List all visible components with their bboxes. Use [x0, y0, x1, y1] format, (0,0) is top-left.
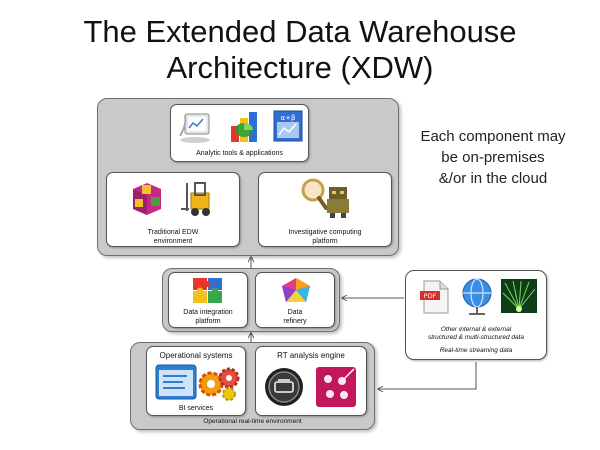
magnifier-icon	[299, 177, 329, 216]
globe-icon	[460, 277, 494, 322]
investigative-label-line-2: platform	[312, 238, 338, 245]
data-refinery-label: Data refinery	[256, 308, 334, 326]
bottom-group-caption: Operational real-time environment	[203, 418, 302, 425]
engine-gauge-icon	[264, 367, 304, 412]
note-line-1: Each component may	[420, 128, 566, 145]
data-refinery-label-line-2: refinery	[283, 318, 307, 325]
cube-stack-icon	[129, 181, 163, 222]
data-integration-label-line-1: Data integration	[183, 309, 233, 316]
external-data-label-line-2: structured & multi-structured data	[427, 334, 525, 341]
gears-icon	[197, 364, 241, 407]
operational-systems-label: Operational systems	[159, 351, 233, 360]
traditional-edw-card[interactable]: Traditional EDW environment	[106, 172, 240, 247]
bi-services-label: BI services	[178, 405, 214, 412]
title-line-1: The Extended Data Warehouse	[83, 14, 517, 49]
forklift-icon	[179, 179, 219, 224]
streaming-data-label: Real-time streaming data	[439, 347, 513, 354]
sparkle-network-icon	[316, 367, 356, 412]
pdf-document-icon: PDF	[418, 279, 452, 320]
puzzle-icon	[191, 276, 227, 311]
pdf-badge-text: PDF	[424, 292, 437, 300]
note-line-3: &/or in the cloud	[438, 170, 548, 187]
deployment-note: Each component may be on-premises &/or i…	[408, 126, 578, 189]
investigative-platform-label: Investigative computing platform	[259, 228, 391, 246]
data-refinery-label-line-1: Data	[287, 309, 303, 316]
stream-burst-icon	[501, 279, 537, 318]
data-refinery-card[interactable]: Data refinery	[255, 272, 335, 328]
investigative-platform-card[interactable]: Investigative computing platform	[258, 172, 392, 247]
formula-icon: α+β	[273, 110, 303, 147]
traditional-edw-label: Traditional EDW environment	[107, 228, 239, 246]
external-data-sources-card[interactable]: PDF Other internal & external structured…	[405, 270, 547, 360]
data-integration-label: Data integration platform	[169, 308, 247, 326]
operational-systems-card[interactable]: Operational systems BI services	[146, 346, 246, 416]
analytic-tools-card[interactable]: α+β Analytic tools & applications	[170, 104, 309, 162]
data-integration-card[interactable]: Data integration platform	[168, 272, 248, 328]
page-title: The Extended Data Warehouse Architecture…	[0, 14, 600, 86]
traditional-edw-label-line-1: Traditional EDW	[147, 229, 199, 236]
operational-window-icon	[155, 364, 199, 407]
rt-analysis-engine-label: RT analysis engine	[277, 351, 345, 360]
robot-icon	[325, 185, 351, 224]
data-integration-label-line-2: platform	[195, 318, 221, 325]
gem-icon	[280, 276, 312, 311]
external-data-label: Other internal & external structured & m…	[406, 326, 546, 342]
investigative-label-line-1: Investigative computing	[288, 229, 362, 236]
title-line-2: Architecture (XDW)	[166, 50, 434, 85]
svg-text:α+β: α+β	[281, 114, 296, 122]
rt-analysis-engine-card[interactable]: RT analysis engine	[255, 346, 367, 416]
arrow-sources-to-bottom	[378, 362, 477, 389]
analytic-tools-label: Analytic tools & applications	[196, 150, 283, 157]
traditional-edw-label-line-2: environment	[153, 238, 193, 245]
external-data-label-line-1: Other internal & external	[440, 326, 512, 333]
3d-chart-icon	[228, 108, 262, 151]
note-line-2: be on-premises	[441, 149, 545, 166]
monitor-chart-icon	[177, 110, 213, 149]
